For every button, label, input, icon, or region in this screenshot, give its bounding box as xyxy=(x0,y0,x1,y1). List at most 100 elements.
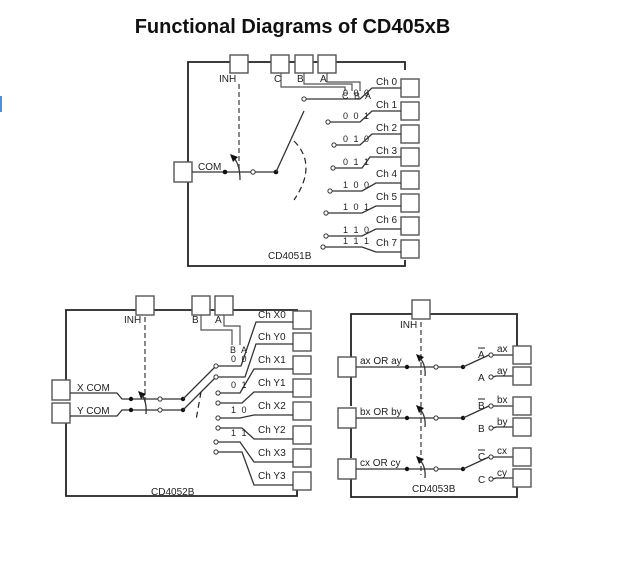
cd4052b-channel-wire xyxy=(218,391,293,404)
cd4053b-switch-contact xyxy=(433,364,439,370)
cd4051b-channel-contact xyxy=(325,119,331,125)
cd4052b-channel-contact xyxy=(213,374,219,380)
cd4053b-chip-outline-top xyxy=(350,313,518,358)
cd4053b-inh-pin xyxy=(411,299,431,320)
cd4051b-channels: Ch 00 0 0Ch 10 0 1Ch 20 1 0Ch 30 1 1Ch 4… xyxy=(301,77,420,259)
cd4052b-inh-switch-arc xyxy=(141,394,147,415)
cd4052b-b-pin xyxy=(191,295,211,316)
cd4051b-channel-label: Ch 0 xyxy=(376,77,398,88)
cd4051b-channel-wire xyxy=(328,110,401,123)
cd4051b-channel-wire xyxy=(333,156,401,169)
cd4051b-c-wire xyxy=(280,73,346,91)
cd4051b-channel-wire xyxy=(323,246,401,253)
cd4051b-channel-wire xyxy=(326,228,401,237)
cd4052b-inh-label: INH xyxy=(124,315,141,326)
cd4051b-channel-pin xyxy=(400,124,420,144)
cd4052b-channel-code: 1 1 xyxy=(231,428,248,438)
cd4051b-a-label: A xyxy=(320,74,327,85)
cd4052b-channel-pin xyxy=(292,448,312,468)
cd4051b-channel-wire xyxy=(326,205,401,214)
cd4051b-a-pin xyxy=(317,54,337,74)
cd4052b-channel-contact xyxy=(215,425,221,431)
cd4051b-b-wire xyxy=(303,73,353,91)
cd4052b-channel-wire xyxy=(218,414,293,419)
cd4052b-inh-pin xyxy=(135,295,155,316)
cd4053b-y-pin xyxy=(512,366,532,386)
cd4051b-select-header: C B A xyxy=(342,91,373,101)
cd4052b-b-wire xyxy=(200,315,233,345)
cd4052b-x-wiper xyxy=(182,365,217,400)
cd4052b-channel-pin xyxy=(292,332,312,352)
cd4052b-channel-wire xyxy=(216,441,293,463)
cd4051b-channel-label: Ch 4 xyxy=(376,169,398,180)
cd4053b-inh-label: INH xyxy=(400,320,417,331)
cd4052b-chip-outline-bottom xyxy=(65,420,298,497)
cd4053b-y-wire xyxy=(492,375,513,378)
cd4053b-select-label: C xyxy=(478,475,485,486)
cd4052b-a-wire xyxy=(223,315,241,345)
cd4053b-y-contact xyxy=(488,425,494,431)
cd4051b-channel-code: 0 0 1 xyxy=(343,111,371,121)
cd4053b-select-bar-label: C xyxy=(478,452,485,463)
cd4052b-channel-wire xyxy=(216,451,293,486)
cd4051b-c-pin xyxy=(270,54,290,74)
cd4051b-channel-label: Ch 2 xyxy=(376,123,398,134)
cd4051b-channel-pin xyxy=(400,78,420,98)
cd4052b-channel-label: Ch X0 xyxy=(258,310,286,321)
cd4052b-channel-contact xyxy=(213,363,219,369)
cd4051b-channel-contact xyxy=(301,96,307,102)
cd4052b-channel-pin xyxy=(292,471,312,491)
page-title: Functional Diagrams of CD405xB xyxy=(0,16,621,39)
cd4051b-b-label: B xyxy=(297,74,304,85)
cd4051b-channel-code: 0 0 0 xyxy=(343,88,371,98)
cd4053b-chip-outline-bottom xyxy=(350,465,518,498)
cd4051b-channel-pin xyxy=(400,193,420,213)
cd4052b-channel-label: Ch Y1 xyxy=(258,378,286,389)
cd4053b-select-label: A xyxy=(478,373,485,384)
cd4051b-inh-label: INH xyxy=(219,74,236,85)
cd4051b-channel-label: Ch 6 xyxy=(376,215,398,226)
cd4051b-channel-pin xyxy=(400,101,420,121)
cd4053b-out-x-label: ax xyxy=(497,344,508,355)
cd4052b-ycom-wire xyxy=(70,409,183,417)
cd4052b-rotation-arc xyxy=(195,391,202,421)
cd4053b-com-label: cx OR cy xyxy=(360,458,401,469)
cd4051b-c-label: C xyxy=(274,74,281,85)
cd4053b-x-pin xyxy=(512,396,532,416)
cd4051b-channel-contact xyxy=(327,188,333,194)
cd4051b-rotation-arc xyxy=(293,140,307,201)
cd4053b-com-node xyxy=(404,466,410,472)
cd4053b-select-bar-label: B xyxy=(478,401,485,412)
cd4051b-channel-wire xyxy=(334,133,401,146)
cd4053b-wiper xyxy=(462,405,490,419)
cd4052b-channel-label: Ch X3 xyxy=(258,448,286,459)
cd4051b-channel-pin xyxy=(400,216,420,236)
cd4052b-ycom-label: Y COM xyxy=(77,406,110,417)
cd4052b-b-label: B xyxy=(192,315,199,326)
cd4053b-switch-contact xyxy=(433,466,439,472)
cd4051b-channel-label: Ch 7 xyxy=(376,238,398,249)
cd4052b-ycom-pin xyxy=(51,402,71,424)
cd4052b-channel-label: Ch X2 xyxy=(258,401,286,412)
cd4052b-xcom-label: X COM xyxy=(77,383,110,394)
cd4052b-channel-wire xyxy=(218,368,293,394)
cd4051b-com-node xyxy=(222,169,228,175)
cd4053b-out-x-label: bx xyxy=(497,395,508,406)
cd4052b-channel-label: Ch Y3 xyxy=(258,471,286,482)
cd4051b-channel-contact xyxy=(330,165,336,171)
cd4051b-switch-contact xyxy=(250,169,256,175)
cd4053b-out-x-label: cx xyxy=(497,446,507,457)
cd4051b-channel-code: 0 1 0 xyxy=(343,134,371,144)
cd4053b-out-y-label: ay xyxy=(497,366,508,377)
cd4053b-com-pin xyxy=(337,356,357,378)
title-text: Functional Diagrams of CD405xB xyxy=(134,16,451,38)
cd4051b-channel-contact xyxy=(331,142,337,148)
cd4052b-part-label: CD4052B xyxy=(151,487,195,498)
cd4052b-channel-code: 0 1 xyxy=(231,380,248,390)
cd4051b-channel-pin xyxy=(400,147,420,167)
cd4051b-channel-label: Ch 1 xyxy=(376,100,398,111)
